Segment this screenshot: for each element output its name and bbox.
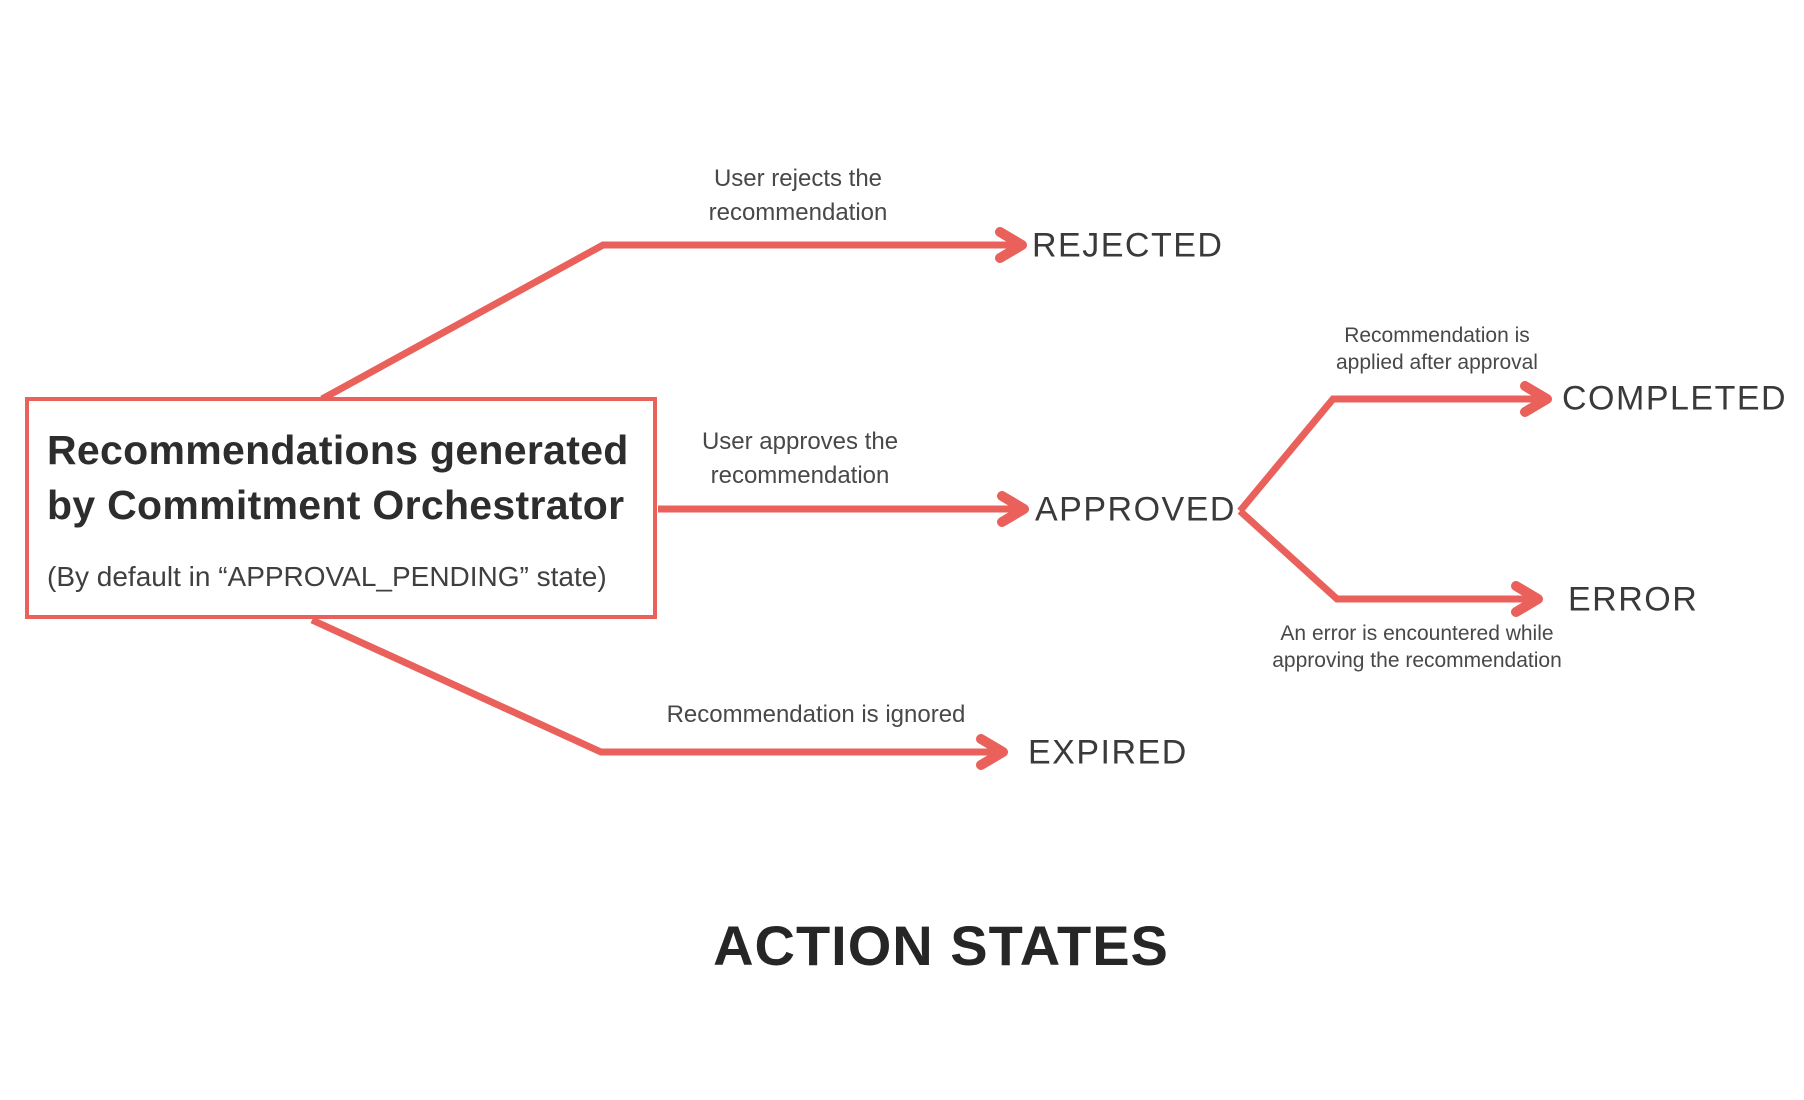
source-box-title-line1: Recommendations generated xyxy=(47,427,629,473)
expired-connector-line xyxy=(310,616,993,756)
error-transition-label-line1: An error is encountered while xyxy=(1280,622,1554,645)
rejected-connector-line xyxy=(320,241,1012,403)
completed-arrowhead-icon xyxy=(1520,381,1552,417)
completed-transition-label: Recommendation is applied after approval xyxy=(1287,322,1587,376)
error-connector-line xyxy=(1237,508,1528,603)
state-rejected: REJECTED xyxy=(1032,226,1224,265)
state-expired: EXPIRED xyxy=(1028,733,1188,772)
source-box-subtitle: (By default in “APPROVAL_PENDING” state) xyxy=(47,561,607,592)
completed-transition-label-line2: applied after approval xyxy=(1336,351,1538,374)
rejected-transition-label-line2: recommendation xyxy=(708,199,888,226)
approved-transition-label-line1: User approves the xyxy=(701,428,899,455)
state-approved: APPROVED xyxy=(1035,490,1236,529)
approved-transition-label: User approves the recommendation xyxy=(655,425,945,493)
approved-transition-label-line2: recommendation xyxy=(710,462,890,489)
source-box-title-line2: by Commitment Orchestrator xyxy=(47,482,625,528)
error-arrowhead-icon xyxy=(1511,581,1543,617)
source-state-box: Recommendations generated by Commitment … xyxy=(25,397,657,619)
expired-transition-label: Recommendation is ignored xyxy=(655,698,977,732)
rejected-arrowhead-icon xyxy=(995,227,1027,263)
approved-arrowhead-icon xyxy=(997,491,1029,527)
state-completed: COMPLETED xyxy=(1562,379,1788,418)
expired-arrowhead-icon xyxy=(976,734,1008,770)
completed-connector-line xyxy=(1237,395,1537,514)
state-error: ERROR xyxy=(1568,580,1699,619)
rejected-transition-label: User rejects the recommendation xyxy=(653,162,943,230)
error-transition-label: An error is encountered while approving … xyxy=(1267,620,1567,674)
completed-transition-label-line1: Recommendation is xyxy=(1344,324,1530,347)
expired-transition-label-line1: Recommendation is ignored xyxy=(666,701,966,728)
diagram-title: ACTION STATES xyxy=(713,914,1169,977)
error-transition-label-line2: approving the recommendation xyxy=(1272,649,1562,672)
rejected-transition-label-line1: User rejects the xyxy=(713,165,883,192)
source-box-title: Recommendations generated by Commitment … xyxy=(47,423,635,533)
